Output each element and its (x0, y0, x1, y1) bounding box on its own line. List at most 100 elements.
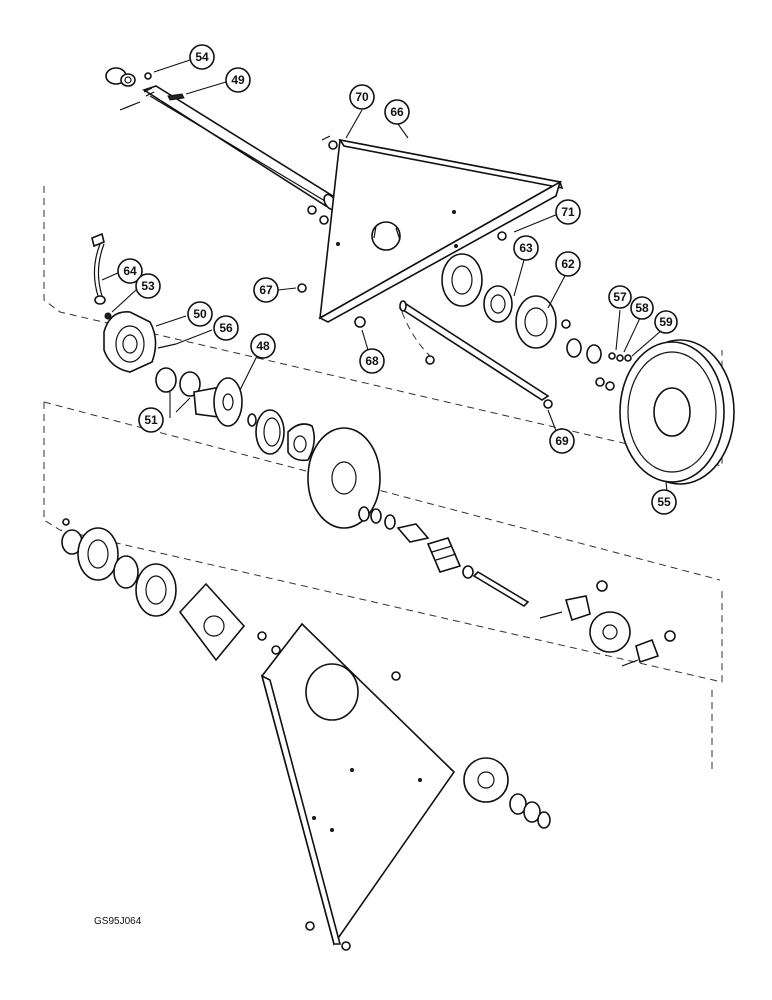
washer (370, 508, 382, 524)
bolt (621, 659, 639, 667)
lower-group-outline (43, 402, 723, 683)
mounting-plate (178, 582, 246, 662)
callout-55-number: 55 (657, 495, 671, 509)
pulley-55 (619, 339, 735, 485)
figure-code: GS95J064 (94, 916, 142, 927)
washer (537, 811, 551, 829)
callout-66-number: 66 (390, 105, 404, 119)
clutch-ring (255, 409, 285, 455)
callout-66: 66 (384, 99, 410, 125)
callout-62-number: 62 (561, 257, 575, 271)
bearing-housing-50 (103, 311, 157, 373)
callout-58-number: 58 (635, 301, 649, 315)
bolt-67 (297, 283, 307, 293)
washer (523, 801, 541, 823)
nut (605, 381, 615, 391)
washer (586, 344, 602, 364)
sprocket-upper (589, 611, 631, 653)
bearing (113, 555, 139, 589)
callout-50: 50 (187, 301, 213, 327)
shaft-end-nut (105, 67, 152, 111)
nut (341, 941, 351, 951)
nut (596, 580, 608, 592)
nut-57 (608, 352, 616, 360)
bolt-56 (157, 343, 177, 349)
callout-59: 59 (654, 310, 678, 334)
callout-51-number: 51 (144, 413, 158, 427)
hub-48 (193, 377, 243, 427)
callout-53-number: 53 (141, 279, 155, 293)
callout-49: 49 (225, 67, 251, 93)
callout-71: 71 (555, 199, 581, 225)
fitting-53 (104, 312, 112, 320)
pin (396, 523, 430, 543)
nut (319, 215, 329, 225)
bolt (257, 631, 267, 641)
flange-62 (515, 295, 557, 349)
nut-70 (328, 140, 338, 150)
callout-54-number: 54 (195, 50, 209, 64)
bolt-59 (624, 354, 632, 362)
callout-69-number: 69 (555, 434, 569, 448)
callout-64-number: 64 (123, 264, 137, 278)
clutch-disk (307, 427, 381, 529)
washer (509, 793, 527, 815)
callout-62: 62 (555, 251, 581, 277)
bolt-head (307, 205, 317, 215)
bolt (391, 671, 401, 681)
callout-70-number: 70 (355, 90, 369, 104)
bolt (305, 921, 315, 931)
callout-53: 53 (135, 273, 161, 299)
nut (595, 377, 605, 387)
washer (358, 506, 370, 522)
bearing-63 (483, 285, 513, 323)
nut (664, 630, 676, 642)
nut (271, 645, 281, 655)
callout-50-number: 50 (193, 307, 207, 321)
drive-shaft (142, 85, 338, 211)
bolt (539, 611, 563, 619)
callout-51: 51 (138, 407, 164, 433)
callout-64: 64 (117, 258, 143, 284)
callout-48: 48 (250, 333, 276, 359)
upper-triangle-plate (318, 138, 564, 323)
lower-triangle-plate (260, 622, 456, 946)
tie-rod (398, 300, 553, 409)
flange (135, 563, 177, 617)
grease-line-64 (91, 232, 106, 305)
callout-68-number: 68 (365, 354, 379, 368)
nut-68 (354, 316, 366, 328)
washer (462, 565, 474, 579)
callout-48-number: 48 (256, 339, 270, 353)
callout-70: 70 (349, 84, 375, 110)
bushing-51 (155, 367, 201, 397)
callout-59-number: 59 (659, 315, 673, 329)
spring (426, 537, 462, 573)
callout-58: 58 (630, 296, 654, 320)
nut-71 (497, 231, 507, 241)
callout-56-number: 56 (219, 321, 233, 335)
callout-54: 54 (189, 44, 215, 70)
bolt-70 (321, 135, 331, 141)
clamp-block (635, 638, 660, 664)
sprocket-lower (463, 757, 509, 803)
bearing-flange-upper (441, 253, 483, 307)
callout-69: 69 (549, 428, 575, 454)
callout-67-number: 67 (259, 283, 273, 297)
flange (77, 527, 119, 581)
callout-63: 63 (513, 235, 539, 261)
washer (566, 338, 582, 358)
washer (384, 514, 396, 530)
callout-63-number: 63 (519, 241, 533, 255)
callout-68: 68 (359, 348, 385, 374)
callout-55: 55 (651, 489, 677, 515)
snap-ring (247, 413, 257, 427)
inner-group-divider (43, 401, 721, 581)
nut (62, 518, 70, 526)
callout-67: 67 (253, 277, 279, 303)
nut (561, 319, 571, 329)
callout-49-number: 49 (231, 73, 245, 87)
washer-58 (616, 354, 624, 362)
callout-56: 56 (213, 315, 239, 341)
